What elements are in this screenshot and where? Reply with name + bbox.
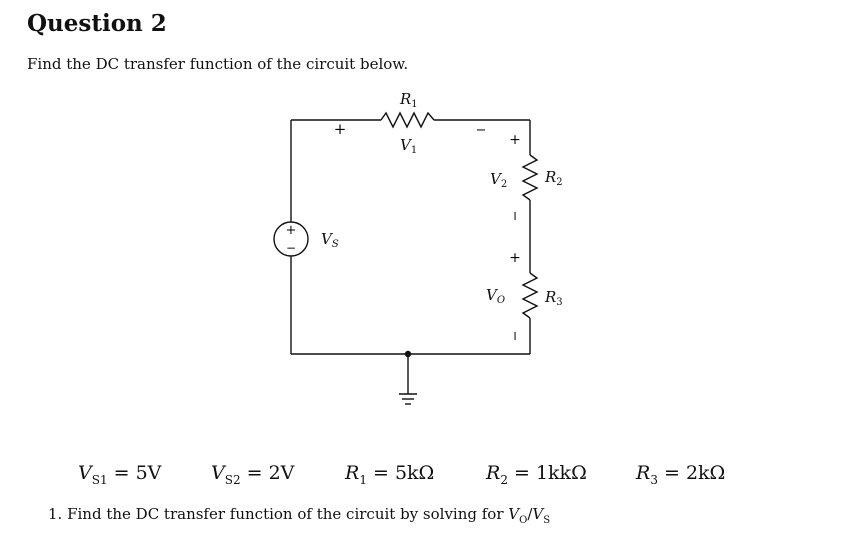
vs-plus-sign: + [286, 223, 297, 238]
ground-symbol [399, 393, 417, 405]
resistor-r2 [521, 154, 539, 201]
vo-minus-sign: − [507, 331, 522, 342]
resistor-r1 [380, 111, 435, 129]
label-r1: R1 [399, 90, 418, 110]
value-vs2: VS2 = 2V [211, 462, 295, 487]
v1-plus-sign: + [334, 120, 347, 138]
value-r1: R1 = 5kΩ [345, 462, 435, 487]
label-vs: VS [321, 230, 339, 250]
value-vs1: VS1 = 5V [78, 462, 162, 487]
label-v1: V1 [400, 136, 417, 156]
task-text: Find the DC transfer function of the cir… [67, 505, 509, 523]
label-r3: R3 [544, 288, 563, 308]
label-vo: VO [486, 286, 505, 306]
value-r3: R3 = 2kΩ [636, 462, 726, 487]
ground-node [404, 350, 412, 358]
label-v2: V2 [490, 170, 507, 190]
v2-plus-sign: + [509, 132, 521, 148]
task-item: 1. Find the DC transfer function of the … [48, 505, 551, 526]
task-number: 1. [48, 505, 63, 523]
vs-minus-sign: − [286, 241, 296, 255]
resistor-r3 [521, 272, 539, 319]
value-r2: R2 = 1kkΩ [486, 462, 587, 487]
instruction-text: Find the DC transfer function of the cir… [27, 55, 409, 73]
vo-plus-sign: + [509, 250, 521, 266]
v1-minus-sign: − [476, 123, 487, 138]
label-r2: R2 [544, 168, 563, 188]
component-values-row: VS1 = 5V VS2 = 2V R1 = 5kΩ R2 = 1kkΩ R3 … [0, 462, 867, 492]
v2-minus-sign: − [507, 211, 522, 222]
question-heading: Question 2 [27, 10, 167, 37]
